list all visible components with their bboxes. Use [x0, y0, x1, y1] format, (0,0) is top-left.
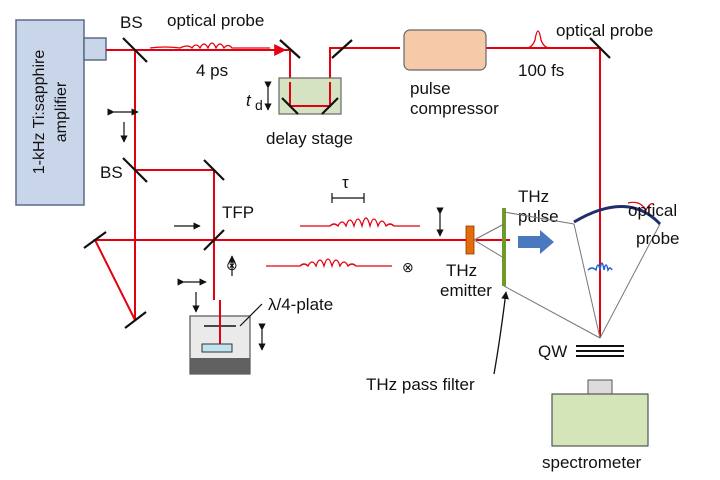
mirror-delay-in — [279, 39, 301, 59]
bs-top-label: BS — [120, 13, 143, 32]
delay-stage: t d delay stage — [246, 77, 353, 148]
thz-pulse-label-line1: THz — [518, 187, 549, 206]
pump-pulse-pair — [300, 217, 420, 229]
bs-mid-label: BS — [100, 163, 123, 182]
quantum-well-sample: QW — [538, 342, 624, 361]
duration-4ps-label: 4 ps — [196, 61, 228, 80]
amplifier-label-line1: 1-kHz Ti:sapphire — [31, 50, 48, 175]
tau-label: τ — [342, 173, 349, 192]
optical-probe2-label-line1: optical — [628, 201, 677, 220]
mirror-bottom-left — [124, 311, 147, 329]
td-subscript: d — [255, 97, 263, 113]
thz-pulse-label-line2: pulse — [518, 207, 559, 226]
optical-probe-right-label: optical probe — [556, 21, 653, 40]
beam-splitter-top — [122, 37, 148, 63]
mirror-probe-right — [589, 37, 611, 59]
thz-pass-filter-label: THz pass filter — [366, 375, 475, 394]
thz-propagation-arrow — [518, 230, 554, 254]
thz-emitter — [465, 225, 475, 255]
td-label: t — [246, 91, 252, 110]
mirror-left — [83, 231, 107, 249]
quarter-wave-plate-mount: λ/4-plate — [189, 295, 333, 375]
optical-probe-pulse-small — [627, 201, 655, 212]
optical-probe2-label-line2: probe — [636, 229, 679, 248]
optical-probe-chirped-pulse — [149, 42, 270, 50]
pulse-compressor-label-line2: compressor — [410, 99, 499, 118]
thz-pass-filter-pointer — [493, 291, 509, 375]
polarization-symbol-tfp: ⊗ — [226, 257, 238, 273]
quarter-wave-plate-label: λ/4-plate — [268, 295, 333, 314]
amplifier: 1-kHz Ti:sapphire amplifier — [15, 19, 107, 206]
beam-splitter-mid — [122, 157, 148, 183]
spectrometer: spectrometer — [542, 379, 649, 472]
polarization-symbol-pulse: ⊗ — [402, 259, 414, 275]
thz-field-waveform — [587, 262, 613, 273]
delay-stage-label: delay stage — [266, 129, 353, 148]
pulse-compressor-label-line1: pulse — [410, 79, 451, 98]
pulse-compressor: pulse compressor — [403, 29, 499, 118]
compressed-pulse — [525, 30, 551, 49]
qw-label: QW — [538, 342, 567, 361]
duration-100fs-label: 100 fs — [518, 61, 564, 80]
amplifier-label-line2: amplifier — [53, 81, 70, 142]
thz-emitter-label-line1: THz — [446, 261, 477, 280]
thin-film-polarizer — [203, 229, 225, 251]
spectrometer-label: spectrometer — [542, 453, 642, 472]
optics — [83, 37, 611, 329]
parabolic-mirror — [573, 205, 662, 226]
optical-probe-top-label: optical probe — [167, 11, 264, 30]
tfp-label: TFP — [222, 203, 254, 222]
pump-pulse-second — [266, 258, 392, 269]
thz-emitter-label-line2: emitter — [440, 281, 492, 300]
mirror-delay-out — [331, 39, 353, 59]
mirror-tfp-top — [203, 159, 225, 181]
